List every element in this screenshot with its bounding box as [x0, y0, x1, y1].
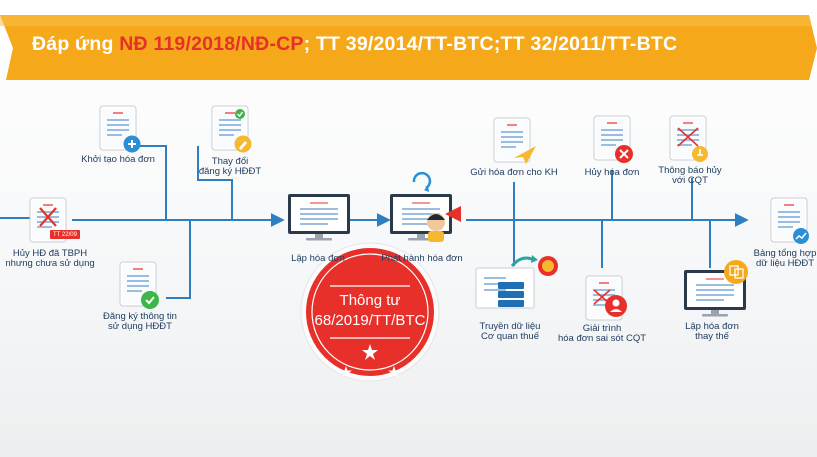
- huy-tbph-doc-icon: [29, 197, 80, 243]
- label-giai-trinh-line2: hóa đơn sai sót CQT: [557, 333, 647, 344]
- label-bang-tong-hop: Bảng tổng hợp dữ liệu HĐĐT: [737, 249, 817, 269]
- regulation-tt-32: TT 32/2011/TT-BTC: [500, 33, 678, 55]
- label-huy-tbph-line1: Hủy HĐ đã TBPH: [12, 248, 88, 259]
- label-lap-thay-the: Lập hóa đơn thay thế: [664, 322, 760, 342]
- truyen-du-lieu-icon: [475, 255, 558, 309]
- label-huy-tbph-line2: nhưng chưa sử dụng: [5, 258, 95, 269]
- flow-lines: [0, 145, 749, 299]
- regulation-nd-119: NĐ 119/2018/NĐ-CP: [119, 33, 304, 55]
- stamp-line1: Thông tư: [339, 292, 401, 309]
- label-lap-thay-the-line2: thay thế: [695, 331, 729, 342]
- label-thong-bao-huy: Thông báo hủy với CQT: [642, 166, 738, 186]
- label-truyen-du-lieu: Truyền dữ liệu Cơ quan thuế: [460, 322, 560, 342]
- bang-tong-hop-doc-icon: [770, 197, 809, 244]
- label-dang-ky: Đăng ký thông tin sử dụng HĐĐT: [88, 312, 192, 332]
- label-thong-bao-huy-line2: với CQT: [672, 175, 708, 186]
- thay-doi-doc-icon: [211, 105, 252, 153]
- label-giai-trinh: Giải trình hóa đơn sai sót CQT: [550, 324, 654, 344]
- banner-separator-2: ;: [493, 33, 501, 55]
- regulation-tt-39: TT 39/2014/TT-BTC: [315, 33, 494, 55]
- label-truyen-du-lieu-line2: Cơ quan thuế: [481, 331, 539, 342]
- label-thong-bao-huy-line1: Thông báo hủy: [658, 165, 722, 176]
- giai-trinh-doc-icon: [585, 275, 627, 321]
- lap-hoa-don-monitor-icon: [287, 193, 351, 242]
- label-giai-trinh-line1: Giải trình: [582, 323, 622, 334]
- label-lap-hoa-don: Lập hóa đơn: [291, 253, 345, 264]
- label-lap-thay-the-line1: Lập hóa đơn: [685, 321, 739, 332]
- label-bang-tong-hop-line2: dữ liệu HĐĐT: [755, 258, 815, 269]
- label-gui-kh: Gửi hóa đơn cho KH: [470, 167, 558, 178]
- label-bang-tong-hop-line1: Bảng tổng hợp: [753, 248, 817, 259]
- doc-date-tag: TT 22/09: [53, 232, 77, 238]
- circular-regulation-stamp: [300, 242, 440, 382]
- lap-thay-the-monitor-icon: [683, 260, 748, 318]
- stamp-line2: 68/2019/TT/BTC: [314, 312, 426, 329]
- label-thay-doi: Thay đổi đăng ký HĐĐT: [180, 157, 280, 177]
- label-huy-hoa-don: Hủy hóa đơn: [584, 167, 640, 178]
- label-dang-ky-line1: Đăng ký thông tin: [103, 311, 177, 322]
- label-phat-hanh: Phát hành hóa đơn: [381, 253, 463, 264]
- header-banner: [0, 15, 817, 80]
- label-thay-doi-line1: Thay đổi: [211, 156, 249, 167]
- label-khoi-tao: Khởi tạo hóa đơn: [81, 154, 155, 165]
- label-huy-tbph: Hủy HĐ đã TBPH nhưng chưa sử dụng: [0, 249, 100, 269]
- banner-separator-1: ;: [303, 33, 316, 55]
- label-thay-doi-line2: đăng ký HĐĐT: [198, 166, 262, 177]
- gui-kh-doc-icon: [493, 117, 536, 164]
- label-truyen-du-lieu-line1: Truyền dữ liệu: [479, 321, 541, 332]
- huy-hoa-don-doc-icon: [593, 115, 633, 163]
- khoi-tao-doc-icon: [99, 105, 141, 153]
- phat-hanh-monitor-icon: [389, 171, 461, 242]
- stamp-text: Thông tư 68/2019/TT/BTC: [300, 291, 440, 331]
- banner-prefix: Đáp ứng: [32, 33, 120, 55]
- label-dang-ky-line2: sử dụng HĐĐT: [108, 321, 172, 332]
- banner-title: Đáp ứng NĐ 119/2018/NĐ-CP; TT 39/2014/TT…: [32, 33, 677, 56]
- thong-bao-huy-doc-icon: [669, 115, 708, 162]
- dang-ky-doc-icon: [119, 261, 159, 309]
